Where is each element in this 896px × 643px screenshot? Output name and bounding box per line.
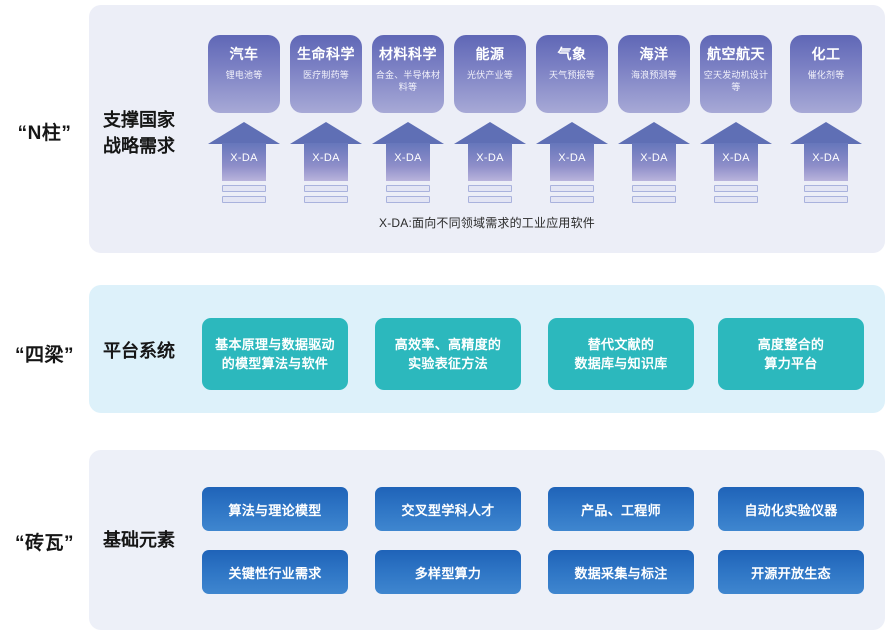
arrow-label: X-DA xyxy=(804,143,848,181)
up-arrow-icon xyxy=(454,122,526,144)
platform-card-line2: 数据库与知识库 xyxy=(574,356,668,371)
pillar-arrow-2: X-DA xyxy=(372,122,444,204)
arrow-label: X-DA xyxy=(222,143,266,181)
pillar-arrow-6: X-DA xyxy=(700,122,772,204)
pillar-arrow-0: X-DA xyxy=(208,122,280,204)
domain-card-subtitle: 催化剂等 xyxy=(807,70,845,81)
up-arrow-icon xyxy=(700,122,772,144)
domain-card-6[interactable]: 航空航天 空天发动机设计等 xyxy=(700,35,772,113)
row-label-platform: “四梁” xyxy=(14,345,74,366)
domain-card-subtitle: 天气预报等 xyxy=(548,70,595,81)
platform-card-line1: 替代文献的 xyxy=(587,336,655,352)
domain-card-title: 能源 xyxy=(475,46,505,62)
base-card-r1c1[interactable]: 交叉型学科人才 xyxy=(375,487,521,531)
domain-card-subtitle: 海浪预测等 xyxy=(630,70,677,81)
arrow-label: X-DA xyxy=(468,143,512,181)
base-card-r2c1[interactable]: 多样型算力 xyxy=(375,550,521,594)
domain-card-title: 材料科学 xyxy=(379,46,437,62)
domain-card-title: 化工 xyxy=(811,46,841,62)
base-card-r2c2[interactable]: 数据采集与标注 xyxy=(548,550,694,594)
domain-card-subtitle: 锂电池等 xyxy=(225,70,263,81)
pillars-section-title: 支撑国家 战略需求 xyxy=(103,107,198,159)
domain-card-title: 航空航天 xyxy=(707,46,765,62)
pillars-section-title-line1: 支撑国家 xyxy=(103,110,175,130)
arrow-label: X-DA xyxy=(714,143,758,181)
arrow-base-bar xyxy=(468,196,512,203)
platform-card-line1: 高度整合的 xyxy=(757,336,825,352)
domain-card-2[interactable]: 材料科学 合金、半导体材料等 xyxy=(372,35,444,113)
base-card-r1c0[interactable]: 算法与理论模型 xyxy=(202,487,348,531)
domain-card-1[interactable]: 生命科学 医疗制药等 xyxy=(290,35,362,113)
arrow-base-bar xyxy=(804,196,848,203)
row-label-base: “砖瓦” xyxy=(14,533,74,554)
arrow-base-bar xyxy=(304,185,348,192)
up-arrow-icon xyxy=(208,122,280,144)
domain-card-title: 生命科学 xyxy=(297,46,355,62)
arrow-base-bar xyxy=(222,196,266,203)
xda-caption: X-DA:面向不同领域需求的工业应用软件 xyxy=(378,216,595,230)
base-section-title: 基础元素 xyxy=(103,530,175,550)
arrow-base-bar xyxy=(632,185,676,192)
base-card-r2c3[interactable]: 开源开放生态 xyxy=(718,550,864,594)
up-arrow-icon xyxy=(618,122,690,144)
up-arrow-icon xyxy=(290,122,362,144)
arrow-label: X-DA xyxy=(304,143,348,181)
domain-card-subtitle: 光伏产业等 xyxy=(466,70,513,81)
arrow-base-bar xyxy=(386,196,430,203)
pillar-arrow-5: X-DA xyxy=(618,122,690,204)
arrow-base-bar xyxy=(304,196,348,203)
platform-card-3[interactable]: 高度整合的 算力平台 xyxy=(718,318,864,390)
row-label-pillars: “N柱” xyxy=(17,123,72,144)
arrow-base-bar xyxy=(804,185,848,192)
platform-card-line1: 高效率、高精度的 xyxy=(394,336,502,352)
platform-card-0[interactable]: 基本原理与数据驱动 的模型算法与软件 xyxy=(202,318,348,390)
arrow-base-bar xyxy=(386,185,430,192)
platform-card-line2: 算力平台 xyxy=(764,356,818,371)
arrow-base-bar xyxy=(714,196,758,203)
arrow-base-bar xyxy=(468,185,512,192)
pillar-arrow-3: X-DA xyxy=(454,122,526,204)
domain-card-subtitle: 医疗制药等 xyxy=(302,70,349,81)
platform-card-1[interactable]: 高效率、高精度的 实验表征方法 xyxy=(375,318,521,390)
base-card-r1c2[interactable]: 产品、工程师 xyxy=(548,487,694,531)
arrow-label: X-DA xyxy=(632,143,676,181)
platform-section-title: 平台系统 xyxy=(103,341,175,361)
arrow-base-bar xyxy=(550,185,594,192)
domain-card-subtitle: 合金、半导体材料等 xyxy=(375,70,441,93)
domain-card-title: 汽车 xyxy=(229,46,259,62)
base-card-r1c3[interactable]: 自动化实验仪器 xyxy=(718,487,864,531)
domain-card-4[interactable]: 气象 天气预报等 xyxy=(536,35,608,113)
platform-card-line2: 实验表征方法 xyxy=(408,356,488,371)
arrow-base-bar xyxy=(714,185,758,192)
domain-card-title: 海洋 xyxy=(639,46,669,62)
domain-card-7[interactable]: 化工 催化剂等 xyxy=(790,35,862,113)
pillars-section-title-line2: 战略需求 xyxy=(103,136,175,157)
domain-card-5[interactable]: 海洋 海浪预测等 xyxy=(618,35,690,113)
pillar-arrow-1: X-DA xyxy=(290,122,362,204)
up-arrow-icon xyxy=(372,122,444,144)
pillar-arrow-7: X-DA xyxy=(790,122,862,204)
domain-card-subtitle: 空天发动机设计等 xyxy=(703,70,769,93)
arrow-label: X-DA xyxy=(386,143,430,181)
platform-card-line2: 的模型算法与软件 xyxy=(221,356,329,371)
arrow-base-bar xyxy=(222,185,266,192)
up-arrow-icon xyxy=(536,122,608,144)
domain-card-title: 气象 xyxy=(557,46,587,62)
up-arrow-icon xyxy=(790,122,862,144)
arrow-base-bar xyxy=(550,196,594,203)
domain-card-3[interactable]: 能源 光伏产业等 xyxy=(454,35,526,113)
platform-card-2[interactable]: 替代文献的 数据库与知识库 xyxy=(548,318,694,390)
arrow-base-bar xyxy=(632,196,676,203)
base-card-r2c0[interactable]: 关键性行业需求 xyxy=(202,550,348,594)
arrow-label: X-DA xyxy=(550,143,594,181)
pillar-arrow-4: X-DA xyxy=(536,122,608,204)
domain-card-0[interactable]: 汽车 锂电池等 xyxy=(208,35,280,113)
platform-card-line1: 基本原理与数据驱动 xyxy=(215,336,335,352)
base-panel xyxy=(89,450,885,630)
